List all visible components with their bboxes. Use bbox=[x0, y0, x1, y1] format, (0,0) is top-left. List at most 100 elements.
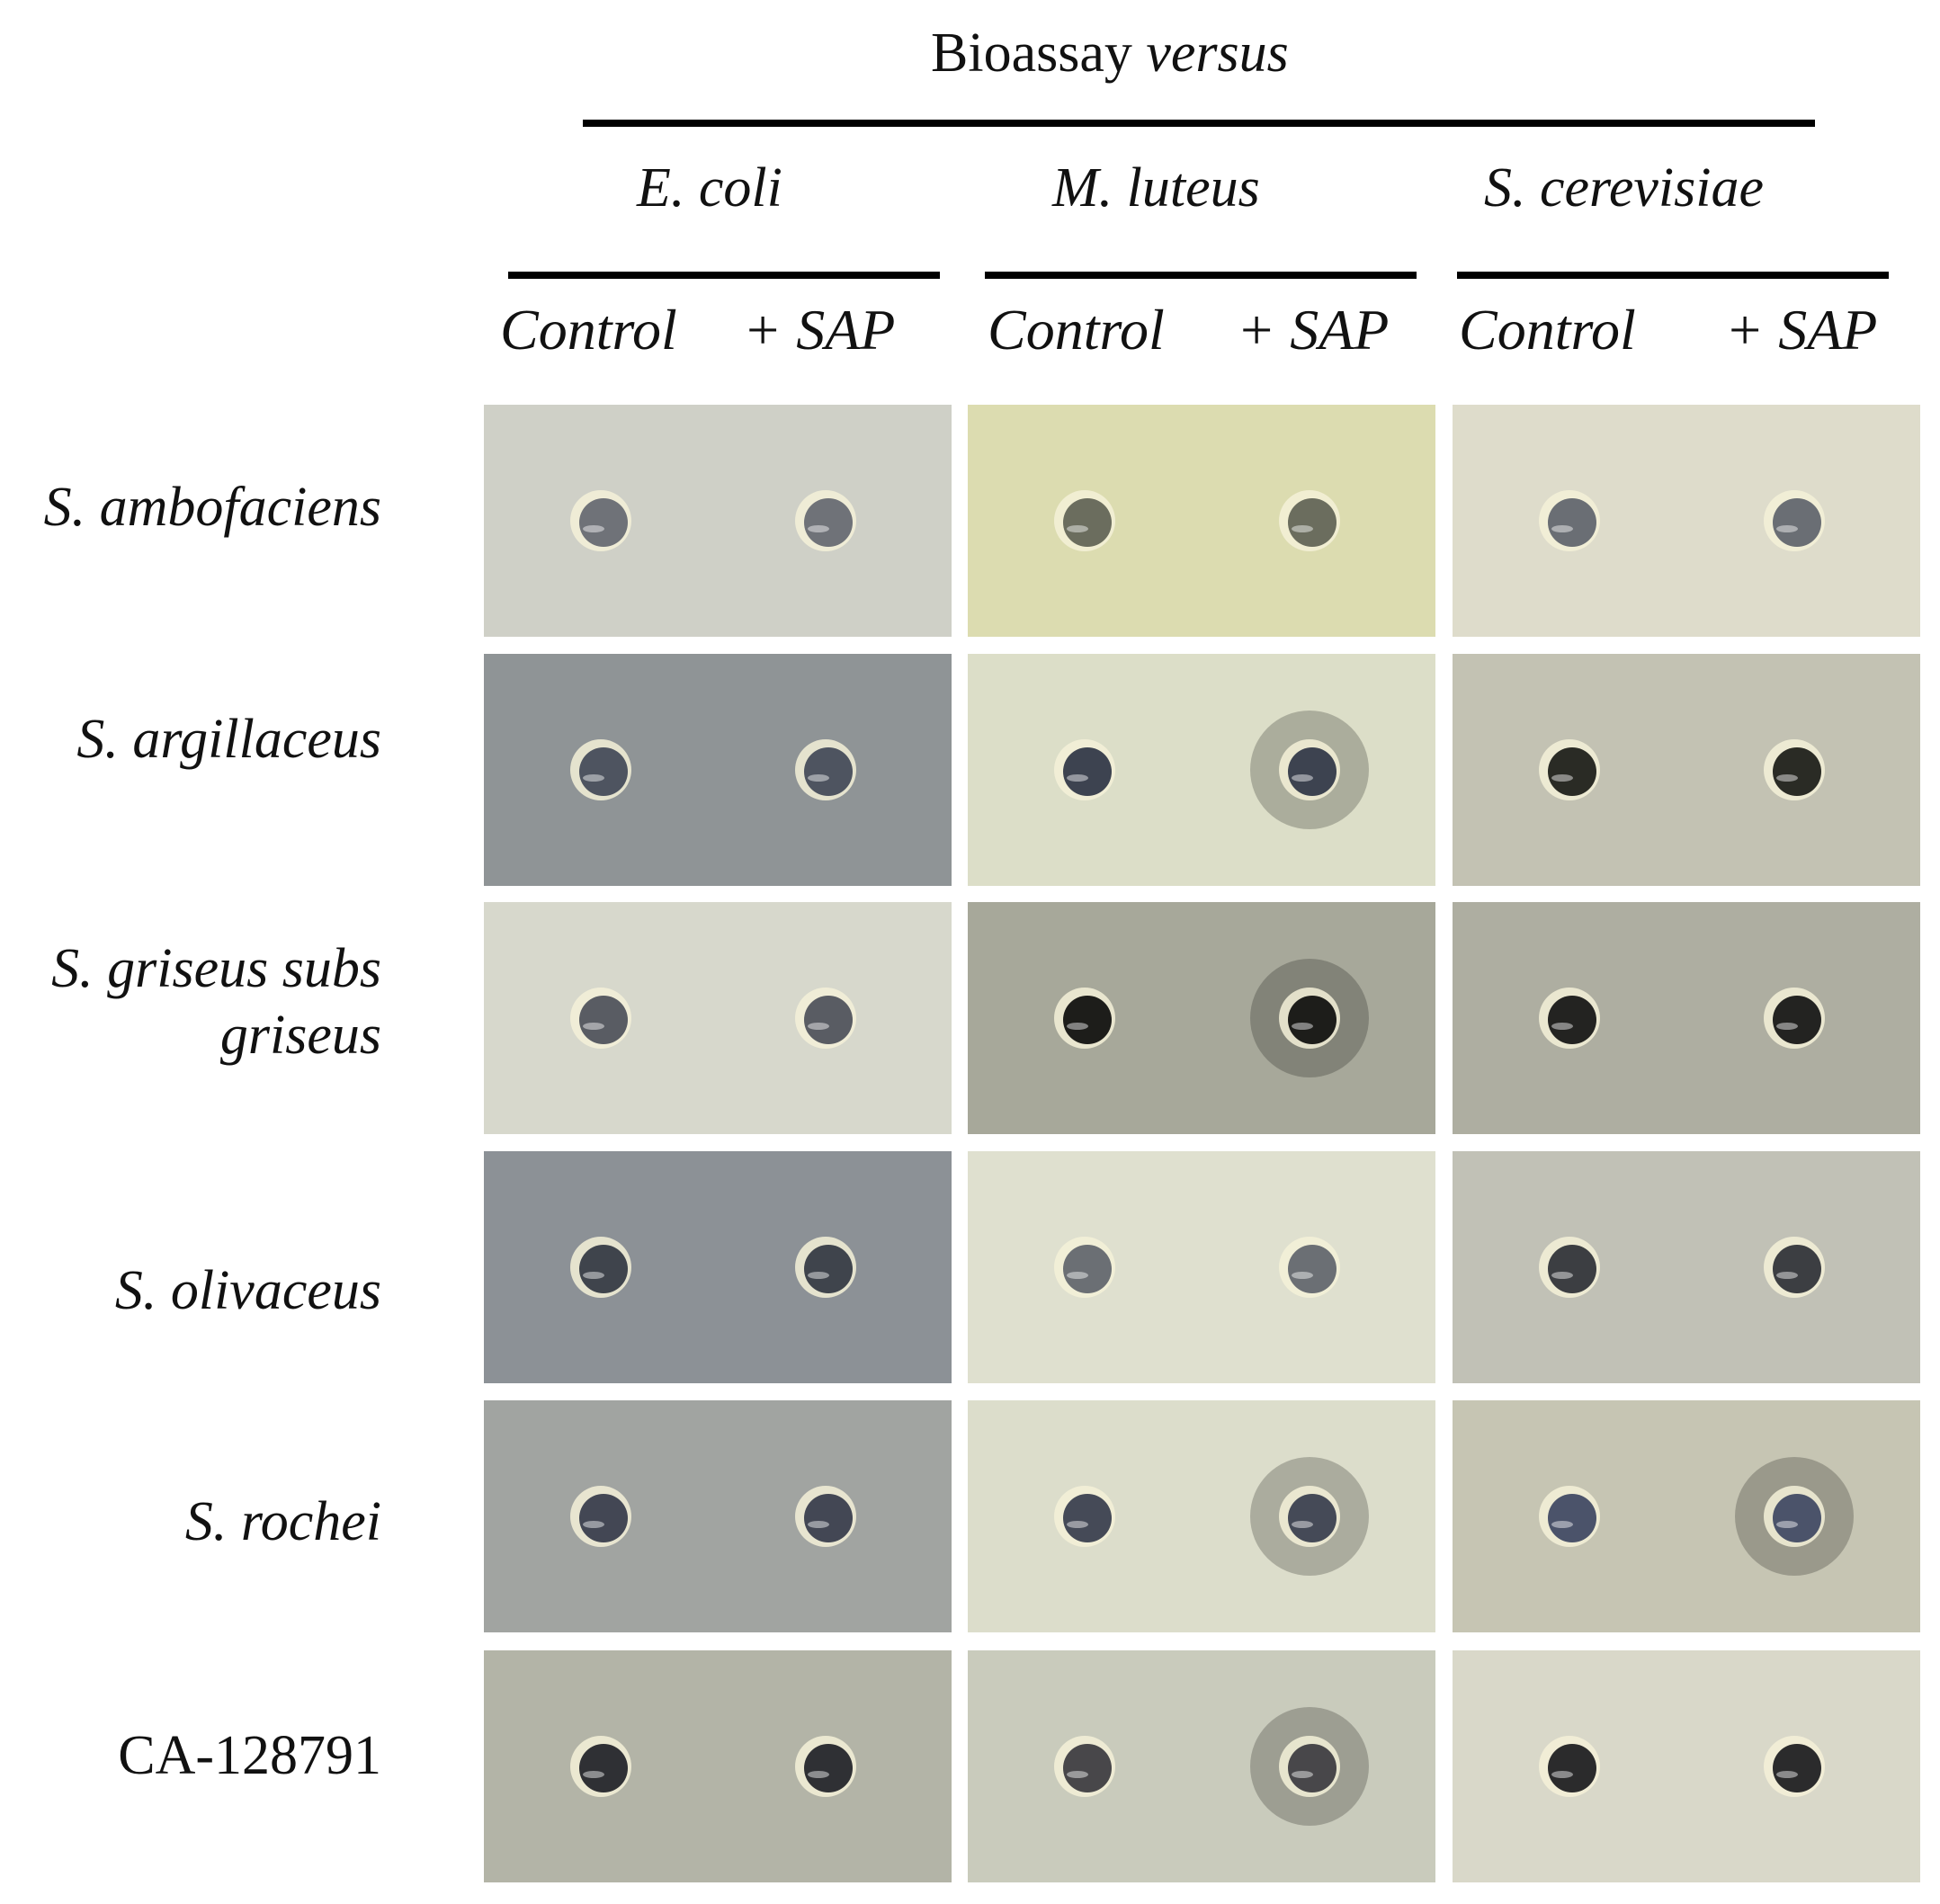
strain-label-argillaceus: S. argillaceus bbox=[76, 709, 381, 770]
condition-control-2: Control bbox=[988, 298, 1165, 362]
plate-photo-s-cerevisiae-row-6 bbox=[1453, 1650, 1920, 1882]
well-glint-control bbox=[583, 1521, 604, 1528]
well-control bbox=[1548, 747, 1596, 796]
plate-photo-e-coli-row-2 bbox=[484, 654, 952, 886]
well-glint-control bbox=[583, 1771, 604, 1778]
well-glint-control bbox=[1067, 525, 1088, 532]
strain-label-olivaceus: S. olivaceus bbox=[114, 1260, 381, 1321]
well-sap bbox=[1773, 498, 1821, 547]
plate-photo-graphic bbox=[484, 902, 952, 1134]
organism-rule-m-luteus bbox=[985, 272, 1417, 279]
plate-photo-e-coli-row-1 bbox=[484, 405, 952, 637]
well-control bbox=[579, 996, 628, 1044]
well-glint-control bbox=[1551, 525, 1573, 532]
title-rule bbox=[583, 120, 1815, 127]
well-control bbox=[1063, 747, 1112, 796]
plate-photo-graphic bbox=[1453, 654, 1920, 886]
plate-photo-m-luteus-row-1 bbox=[968, 405, 1435, 637]
well-sap bbox=[804, 1744, 853, 1792]
well-glint-sap bbox=[1292, 774, 1313, 782]
well-control bbox=[579, 1494, 628, 1542]
plate-photo-s-cerevisiae-row-5 bbox=[1453, 1400, 1920, 1632]
condition-control-3: Control bbox=[1459, 298, 1636, 362]
plate-photo-graphic bbox=[484, 1650, 952, 1882]
well-control bbox=[579, 747, 628, 796]
well-glint-control bbox=[1551, 1771, 1573, 1778]
organism-rule-s-cerevisiae bbox=[1457, 272, 1889, 279]
well-glint-control bbox=[1067, 1272, 1088, 1279]
plate-photo-graphic bbox=[968, 1151, 1435, 1383]
well-glint-control bbox=[1067, 774, 1088, 782]
well-glint-sap bbox=[808, 1771, 829, 1778]
well-glint-sap bbox=[1776, 1771, 1798, 1778]
plate-photo-e-coli-row-5 bbox=[484, 1400, 952, 1632]
organism-rule-e-coli bbox=[508, 272, 940, 279]
well-control bbox=[1548, 1494, 1596, 1542]
organism-label-s-cerevisiae: S. cerevisiae bbox=[1484, 157, 1764, 219]
well-glint-control bbox=[1067, 1771, 1088, 1778]
figure-title: Bioassay versus bbox=[931, 25, 1289, 81]
plate-photo-graphic bbox=[1453, 405, 1920, 637]
plate-photo-m-luteus-row-2 bbox=[968, 654, 1435, 886]
well-control bbox=[1548, 996, 1596, 1044]
well-glint-sap bbox=[1292, 1771, 1313, 1778]
plate-photo-graphic bbox=[484, 1400, 952, 1632]
well-sap bbox=[1288, 1245, 1337, 1293]
plate-photo-m-luteus-row-5 bbox=[968, 1400, 1435, 1632]
well-sap bbox=[1288, 498, 1337, 547]
title-italic: versus bbox=[1146, 22, 1289, 84]
well-glint-sap bbox=[808, 774, 829, 782]
well-sap bbox=[804, 1245, 853, 1293]
well-glint-sap bbox=[808, 1272, 829, 1279]
plate-photo-graphic bbox=[1453, 1400, 1920, 1632]
well-control bbox=[1063, 996, 1112, 1044]
well-glint-control bbox=[583, 774, 604, 782]
well-sap bbox=[804, 1494, 853, 1542]
well-sap bbox=[1773, 1494, 1821, 1542]
plate-photo-graphic bbox=[484, 1151, 952, 1383]
plate-photo-graphic bbox=[968, 902, 1435, 1134]
well-control bbox=[1063, 1494, 1112, 1542]
plate-photo-s-cerevisiae-row-1 bbox=[1453, 405, 1920, 637]
plate-photo-m-luteus-row-3 bbox=[968, 902, 1435, 1134]
well-glint-sap bbox=[808, 525, 829, 532]
well-glint-sap bbox=[1776, 774, 1798, 782]
well-glint-sap bbox=[1292, 525, 1313, 532]
well-sap bbox=[804, 747, 853, 796]
well-glint-sap bbox=[1776, 1521, 1798, 1528]
organism-label-e-coli: E. coli bbox=[637, 157, 782, 219]
plate-photo-graphic bbox=[1453, 1151, 1920, 1383]
strain-label-rochei: S. rochei bbox=[184, 1491, 381, 1552]
strain-label-ambofaciens: S. ambofaciens bbox=[43, 477, 381, 538]
plate-photo-graphic bbox=[484, 405, 952, 637]
well-control bbox=[579, 498, 628, 547]
well-glint-sap bbox=[808, 1023, 829, 1030]
plate-photo-e-coli-row-3 bbox=[484, 902, 952, 1134]
well-sap bbox=[1773, 1744, 1821, 1792]
well-glint-control bbox=[583, 1272, 604, 1279]
well-glint-sap bbox=[1292, 1521, 1313, 1528]
plate-photo-s-cerevisiae-row-4 bbox=[1453, 1151, 1920, 1383]
well-control bbox=[1548, 1245, 1596, 1293]
well-sap bbox=[1288, 996, 1337, 1044]
well-sap bbox=[1773, 996, 1821, 1044]
plate-photo-graphic bbox=[1453, 902, 1920, 1134]
plate-photo-graphic bbox=[1453, 1650, 1920, 1882]
well-control bbox=[1063, 1744, 1112, 1792]
strain-label-griseus-line2: griseus bbox=[219, 1005, 381, 1067]
well-sap bbox=[1288, 1494, 1337, 1542]
well-sap bbox=[804, 498, 853, 547]
plate-photo-graphic bbox=[968, 1400, 1435, 1632]
condition-sap-3: + SAP bbox=[1725, 298, 1878, 362]
well-glint-sap bbox=[1776, 1023, 1798, 1030]
condition-sap-2: + SAP bbox=[1237, 298, 1390, 362]
well-sap bbox=[1773, 1245, 1821, 1293]
well-glint-control bbox=[1551, 1521, 1573, 1528]
well-glint-control bbox=[1551, 1023, 1573, 1030]
well-glint-sap bbox=[1776, 1272, 1798, 1279]
plate-photo-s-cerevisiae-row-3 bbox=[1453, 902, 1920, 1134]
well-control bbox=[579, 1245, 628, 1293]
plate-photo-m-luteus-row-6 bbox=[968, 1650, 1435, 1882]
condition-sap-1: + SAP bbox=[743, 298, 896, 362]
plate-photo-graphic bbox=[968, 1650, 1435, 1882]
